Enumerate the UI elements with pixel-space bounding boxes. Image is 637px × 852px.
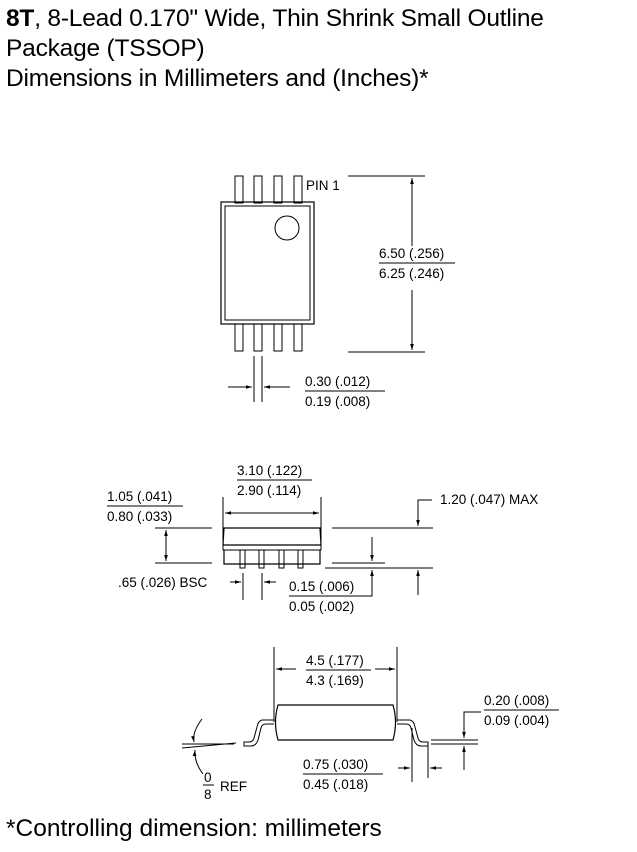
angle-arrow <box>192 749 204 775</box>
lead-thickness-min: 0.09 (.004) <box>484 713 549 728</box>
overall-width-min: 4.3 (.169) <box>306 673 364 688</box>
lead <box>278 549 285 569</box>
angle-arrow <box>191 718 203 743</box>
top-view: PIN 1 6.50 (.256) 6.25 (.246) 0.30 (.012… <box>220 175 455 409</box>
drawing-title: 8T, 8-Lead 0.170" Wide, Thin Shrink Smal… <box>6 4 544 94</box>
right-lead <box>397 719 429 747</box>
package-body-side <box>274 704 397 741</box>
angle-min: 0 <box>204 770 212 785</box>
leader-line <box>416 499 432 526</box>
overall-height-max: 1.20 (.047) MAX <box>440 492 538 507</box>
top-leads <box>234 175 303 204</box>
foot-length-max: 0.75 (.030) <box>303 757 368 772</box>
standoff-min: 0.05 (.002) <box>289 599 354 614</box>
lead-frame <box>222 544 322 551</box>
package-body-bottom <box>223 550 321 565</box>
title-line-3: Dimensions in Millimeters and (Inches)* <box>6 65 429 92</box>
foot-length-min: 0.45 (.018) <box>303 777 368 792</box>
lead <box>253 323 263 352</box>
lead <box>258 549 265 569</box>
body-length-max: 6.50 (.256) <box>379 246 444 261</box>
end-leads <box>239 549 304 569</box>
lead-angle-line <box>181 742 237 749</box>
overall-width-max: 4.5 (.177) <box>306 653 364 668</box>
body-width-min: 2.90 (.114) <box>237 483 301 498</box>
bottom-leads <box>234 323 303 352</box>
pin1-label: PIN 1 <box>306 178 340 193</box>
lead <box>293 323 303 352</box>
angle-max: 8 <box>204 787 212 802</box>
title-line-1: 8T, 8-Lead 0.170" Wide, Thin Shrink Smal… <box>6 4 544 34</box>
lead <box>239 549 246 569</box>
footnote: *Controlling dimension: millimeters <box>6 815 382 842</box>
title-line-2: Package (TSSOP) <box>6 35 205 62</box>
lead <box>234 323 244 352</box>
body-width-max: 3.10 (.122) <box>237 463 302 478</box>
standoff-max: 0.15 (.006) <box>289 579 354 594</box>
pin1-indicator-icon <box>274 215 300 241</box>
lead <box>273 323 283 352</box>
lead-width-max: 0.30 (.012) <box>305 374 370 389</box>
package-body-top <box>222 527 322 546</box>
body-length-min: 6.25 (.246) <box>379 266 444 281</box>
body-height-min: 0.80 (.033) <box>107 509 172 524</box>
lead-thickness-max: 0.20 (.008) <box>484 693 549 708</box>
left-lead <box>243 719 274 747</box>
package-description: , 8-Lead 0.170" Wide, Thin Shrink Small … <box>34 5 544 32</box>
lead <box>234 175 244 204</box>
package-body-outer <box>220 201 315 325</box>
leader-line <box>462 711 481 738</box>
body-height-max: 1.05 (.041) <box>107 489 172 504</box>
lead <box>253 175 263 204</box>
package-body-inner <box>224 205 311 321</box>
lead <box>297 549 304 569</box>
lead-pitch: .65 (.026) BSC <box>118 575 208 590</box>
lead <box>273 175 283 204</box>
lead-width-min: 0.19 (.008) <box>305 394 370 409</box>
side-view: 4.5 (.177) 4.3 (.169) 0.75 (.030) 0.45 (… <box>181 647 559 802</box>
package-code: 8T <box>6 5 35 32</box>
end-view: 3.10 (.122) 2.90 (.114) 1.05 (.041) 0.80… <box>107 463 538 614</box>
angle-ref-label: REF <box>220 779 247 794</box>
lead <box>293 175 303 204</box>
